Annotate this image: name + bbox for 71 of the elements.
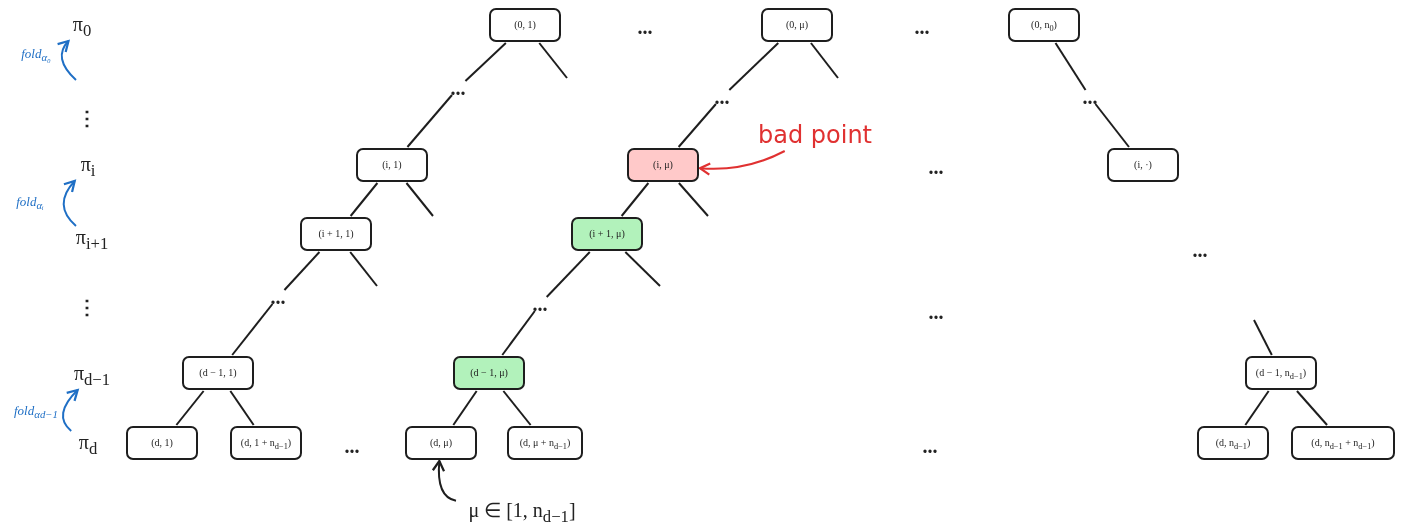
ellipsis: ...: [270, 287, 286, 307]
connector-line: [620, 182, 650, 217]
edge-label: fold$_{α₀}$: [21, 46, 51, 64]
arrow: [62, 388, 79, 432]
annotation-text: bad point: [758, 123, 872, 147]
range-annotation: μ ∈ [1, n$_{d−1}$]: [468, 500, 576, 526]
ellipsis: ...: [922, 436, 938, 456]
connector-line: [677, 103, 717, 148]
tree-node-box: (0, n$_{0}$): [1008, 8, 1080, 42]
connector-line: [1244, 390, 1270, 426]
tree-node-box: (d, μ + n$_{d−1}$): [507, 426, 583, 460]
ellipsis: ...: [714, 87, 730, 107]
arrow: [431, 459, 457, 502]
ellipsis: ...: [1192, 240, 1208, 260]
connector-line: [502, 390, 532, 426]
tree-node-box: (d − 1, 1): [182, 356, 254, 390]
connector-line: [1295, 390, 1329, 426]
connector-line: [406, 94, 453, 148]
connector-line: [677, 182, 709, 217]
connector-line: [501, 310, 536, 356]
tree-node-box: (d − 1, μ): [453, 356, 525, 390]
connector-line: [229, 390, 255, 426]
connector-line: [464, 42, 507, 82]
level-label: π$_{d}$: [78, 432, 98, 458]
ellipsis: ...: [450, 78, 466, 98]
ellipsis: ...: [344, 436, 360, 456]
tree-node-box: (i + 1, μ): [571, 217, 643, 251]
connector-line: [283, 251, 321, 291]
tree-node-box: (i, ·): [1107, 148, 1179, 182]
tree-node-box: (i, 1): [356, 148, 428, 182]
level-label: π$_{i+1}$: [75, 227, 109, 253]
tree-node-box: (d, n$_{d−1}$ + n$_{d−1}$): [1291, 426, 1395, 460]
ellipsis: ...: [637, 17, 653, 37]
connector-line: [545, 251, 591, 298]
tree-node-box: (i + 1, 1): [300, 217, 372, 251]
connector-line: [405, 182, 434, 217]
ellipsis: ...: [532, 294, 548, 314]
connector-line: [538, 42, 568, 79]
connector-line: [728, 42, 780, 91]
level-label: π$_{i}$: [80, 154, 96, 180]
arrow: [698, 150, 786, 176]
level-label: π$_{d−1}$: [73, 363, 111, 389]
connector-line: [231, 303, 274, 356]
ellipsis: ...: [1082, 87, 1098, 107]
connector-line: [349, 251, 378, 287]
tree-node-box: (d − 1, n$_{d−1}$): [1245, 356, 1317, 390]
tree-node-box: (0, μ): [761, 8, 833, 42]
ellipsis: ⋮: [77, 297, 97, 317]
ellipsis: ...: [928, 157, 944, 177]
connector-line: [1054, 42, 1087, 91]
tree-node-box: (d, n$_{d−1}$): [1197, 426, 1269, 460]
tree-node-box: (0, 1): [489, 8, 561, 42]
tree-node-box: (i, μ): [627, 148, 699, 182]
connector-line: [175, 390, 205, 426]
connector-line: [349, 182, 379, 217]
edge-label: fold$_{αᵢ}$: [16, 194, 44, 212]
level-label: π$_{0}$: [72, 14, 92, 40]
connector-line: [1253, 319, 1273, 356]
ellipsis: ...: [914, 17, 930, 37]
connector-line: [1094, 103, 1130, 148]
connector-line: [624, 251, 661, 287]
tree-node-box: (d, 1 + n$_{d−1}$): [230, 426, 302, 460]
ellipsis: ⋮: [77, 108, 97, 128]
connector-line: [452, 390, 478, 426]
arrow: [62, 179, 77, 227]
arrow: [56, 39, 77, 81]
edge-label: fold$_{αd−1}$: [13, 403, 59, 421]
connector-line: [809, 42, 839, 79]
tree-node-box: (d, μ): [405, 426, 477, 460]
ellipsis: ...: [928, 302, 944, 322]
tree-node-box: (d, 1): [126, 426, 198, 460]
